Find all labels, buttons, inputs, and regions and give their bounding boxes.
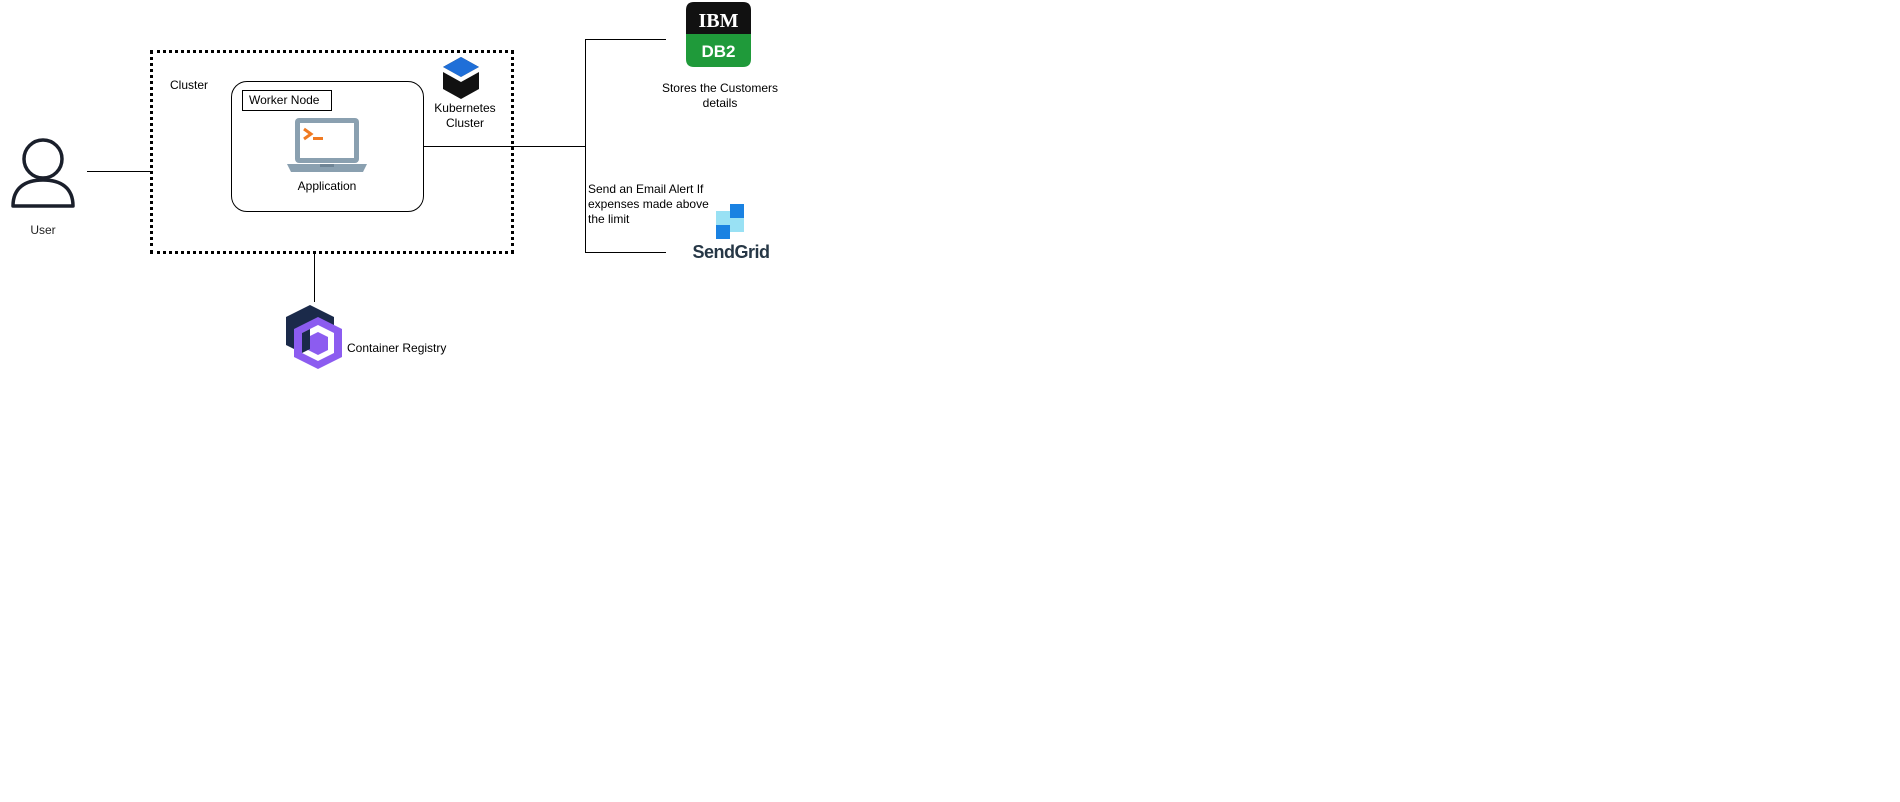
db2-node: IBM DB2 bbox=[686, 2, 751, 67]
person-outline-icon bbox=[11, 138, 75, 208]
ibm-db2-logo-icon: IBM DB2 bbox=[686, 2, 751, 67]
application-label: Application bbox=[297, 179, 357, 193]
application-node bbox=[287, 117, 367, 174]
kubernetes-node bbox=[442, 56, 480, 100]
db2-logo-top: IBM bbox=[699, 10, 739, 32]
connector-user-cluster bbox=[87, 171, 151, 172]
sendgrid-logo-text: SendGrid bbox=[692, 242, 769, 262]
cluster-label: Cluster bbox=[170, 78, 209, 92]
email-note-line1: Send an Email Alert If bbox=[588, 182, 704, 196]
connector-cluster-registry bbox=[314, 254, 315, 302]
sendgrid-node: SendGrid bbox=[686, 203, 778, 263]
kubernetes-label-line1: Kubernetes bbox=[434, 101, 496, 115]
db2-label-line2: details bbox=[702, 96, 738, 110]
connector-worker-bus bbox=[424, 146, 585, 147]
registry-label: Container Registry bbox=[347, 341, 447, 355]
sendgrid-logo-icon: SendGrid bbox=[692, 204, 770, 262]
email-note-line3: the limit bbox=[588, 212, 630, 226]
email-note-line2: expenses made above bbox=[588, 197, 709, 211]
connector-bus-vertical bbox=[585, 39, 586, 253]
kubernetes-cube-icon bbox=[443, 57, 479, 99]
worker-node-label: Worker Node bbox=[242, 90, 332, 111]
user-label: User bbox=[30, 223, 56, 237]
connector-bus-db2 bbox=[585, 39, 666, 40]
user-node bbox=[10, 138, 76, 208]
cluster-boundary bbox=[150, 50, 514, 254]
db2-label-line1: Stores the Customers bbox=[661, 81, 779, 95]
container-registry-icon bbox=[286, 305, 342, 369]
laptop-terminal-icon bbox=[287, 118, 367, 172]
connector-bus-sendgrid bbox=[585, 252, 666, 253]
kubernetes-label-line2: Cluster bbox=[445, 116, 484, 130]
db2-logo-bottom: DB2 bbox=[701, 42, 735, 61]
registry-node bbox=[284, 304, 344, 370]
